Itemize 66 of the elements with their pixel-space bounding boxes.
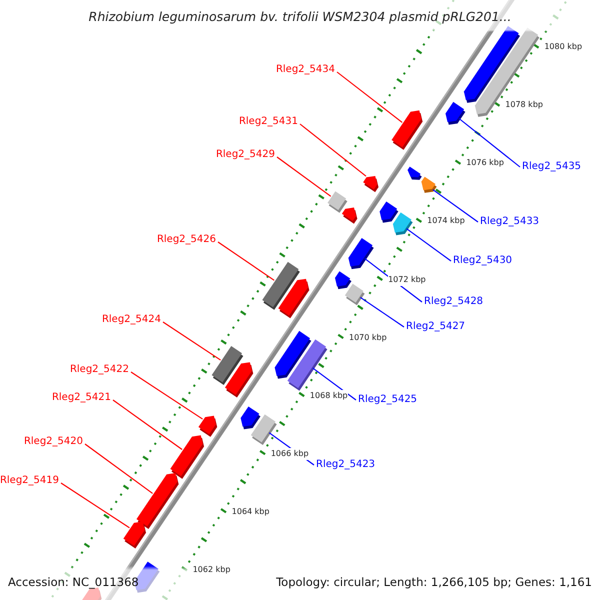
- scale-label: 1068 kbp: [310, 390, 348, 402]
- leader-line: [112, 400, 182, 450]
- accession-text: Accession: NC_011368: [8, 575, 139, 589]
- scale-label: 1074 kbp: [427, 215, 465, 228]
- gene-block: [82, 587, 102, 600]
- gene-label: Rleg2_5422: [70, 363, 129, 377]
- leader-line: [84, 444, 153, 494]
- gene-block: [123, 522, 146, 549]
- leader-line: [300, 124, 366, 177]
- scale-label: 1072 kbp: [388, 274, 426, 286]
- scale-label: 1064 kbp: [232, 506, 270, 518]
- leader-line: [336, 72, 403, 123]
- gene-label: Rleg2_5421: [52, 391, 111, 405]
- gene-label: Rleg2_5425: [358, 393, 418, 407]
- leader-line: [218, 242, 275, 281]
- gene-label: Rleg2_5420: [24, 435, 83, 449]
- gene-block: [348, 238, 374, 270]
- scale-label: 1066 kbp: [270, 448, 309, 460]
- leader-line: [406, 228, 452, 262]
- scale-label: 1062 kbp: [192, 564, 230, 576]
- scale-label: 1076 kbp: [466, 157, 504, 170]
- leader-line: [130, 372, 203, 420]
- gene-label: Rleg2_5423: [316, 458, 376, 472]
- gene-block: [287, 339, 328, 391]
- map-title: Rhizobium leguminosarum bv. trifolii WSM2304 plasmid pRLG201...: [88, 9, 512, 24]
- gene-block: [170, 435, 204, 479]
- gene-block: [334, 271, 352, 290]
- scale-label: 1078 kbp: [505, 99, 543, 112]
- gene-block: [421, 176, 437, 193]
- gene-label: Rleg2_5419: [0, 474, 59, 488]
- gene-label: Rleg2_5435: [522, 160, 582, 174]
- scale-label: 1070 kbp: [348, 332, 387, 344]
- gene-label: Rleg2_5426: [156, 233, 216, 247]
- leader-line: [432, 189, 478, 222]
- gene-label: Rleg2_5433: [480, 215, 540, 229]
- gene-block: [250, 414, 277, 446]
- leader-line: [162, 322, 221, 361]
- gene-label: Rleg2_5431: [238, 115, 298, 129]
- gene-block: [342, 207, 358, 224]
- gene-label: Rleg2_5428: [424, 295, 484, 309]
- gene-label: Rleg2_5434: [276, 63, 335, 77]
- gene-block: [198, 416, 218, 437]
- gene-block: [446, 102, 466, 125]
- gene-block: [224, 362, 254, 398]
- gene-label: Rleg2_5424: [102, 313, 161, 327]
- gene-label: Rleg2_5427: [406, 320, 466, 334]
- gene-block: [278, 278, 310, 318]
- genome-info-text: Topology: circular; Length: 1,266,105 bp; Genes: 1,161: [276, 575, 592, 589]
- leader-line: [312, 368, 356, 400]
- gene-block: [363, 176, 378, 192]
- leader-line: [360, 296, 404, 328]
- gene-block: [392, 110, 423, 150]
- gene-block: [136, 472, 179, 530]
- leader-line: [458, 118, 520, 168]
- gene-label: Rleg2_5430: [453, 254, 512, 268]
- gene-block: [240, 406, 260, 430]
- gene-block: [328, 191, 348, 213]
- gene-block: [344, 284, 365, 306]
- gene-label: Rleg2_5429: [216, 148, 275, 162]
- leader-line: [276, 156, 332, 197]
- gene-block: [392, 212, 413, 236]
- gene-block: [380, 202, 398, 223]
- scale-label: 1080 kbp: [544, 41, 582, 54]
- leader-line: [60, 482, 130, 528]
- gene-block: [464, 26, 520, 103]
- gene-block: [408, 166, 422, 180]
